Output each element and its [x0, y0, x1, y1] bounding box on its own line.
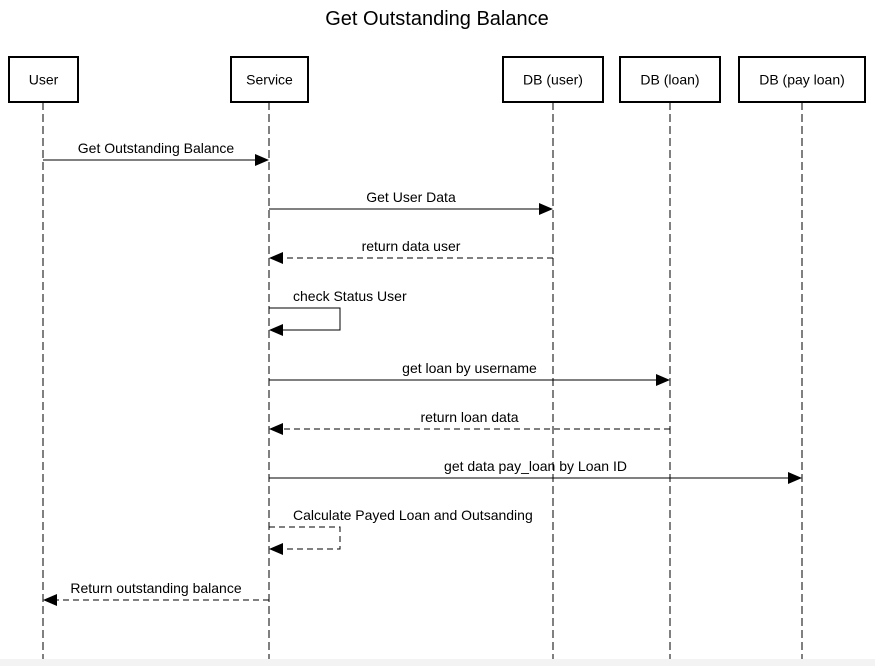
message-label: check Status User: [293, 288, 407, 304]
message-label: Calculate Payed Loan and Outsanding: [293, 507, 533, 523]
arrow-head: [269, 543, 283, 555]
actor-label-user: User: [29, 72, 59, 88]
arrow-head: [43, 594, 57, 606]
message-label: Get User Data: [366, 189, 456, 205]
message-label: return loan data: [420, 409, 518, 425]
message-1: Get Outstanding Balance: [43, 140, 269, 166]
actor-user: User: [8, 56, 79, 103]
message-label: Return outstanding balance: [70, 580, 241, 596]
message-3: return data user: [269, 238, 553, 264]
message-label: get data pay_loan by Loan ID: [444, 458, 627, 474]
actor-label-db_user: DB (user): [523, 72, 583, 88]
message-9: Return outstanding balance: [43, 580, 269, 606]
message-label: Get Outstanding Balance: [78, 140, 235, 156]
arrow-head: [656, 374, 670, 386]
message-5: get loan by username: [269, 360, 670, 386]
message-label: return data user: [362, 238, 461, 254]
actor-service: Service: [230, 56, 309, 103]
actor-box-user: [8, 56, 79, 103]
actor-box-db_pay_loan: [738, 56, 866, 103]
actor-db_pay_loan: DB (pay loan): [738, 56, 866, 103]
actor-boxes: User Service DB (user) DB (loan) DB (pay loa…: [8, 56, 866, 103]
message-7: get data pay_loan by Loan ID: [269, 458, 802, 484]
message-line: [269, 526, 341, 550]
diagram-title: Get Outstanding Balance: [325, 8, 548, 30]
arrow-head: [269, 324, 283, 336]
message-line: [269, 307, 341, 331]
arrow-head: [269, 423, 283, 435]
actor-label-db_pay_loan: DB (pay loan): [759, 72, 845, 88]
message-2: Get User Data: [269, 189, 553, 215]
message-4: check Status User: [269, 288, 407, 336]
actor-label-service: Service: [246, 72, 293, 88]
arrow-head: [788, 472, 802, 484]
message-6: return loan data: [269, 409, 670, 435]
actor-db_user: DB (user): [502, 56, 604, 103]
actor-label-db_loan: DB (loan): [640, 72, 699, 88]
message-label: get loan by username: [402, 360, 537, 376]
message-8: Calculate Payed Loan and Outsanding: [269, 507, 533, 555]
actor-box-service: [230, 56, 309, 103]
arrow-head: [269, 252, 283, 264]
actor-box-db_user: [502, 56, 604, 103]
arrow-head: [255, 154, 269, 166]
bottom-strip: [0, 659, 875, 666]
actor-box-db_loan: [619, 56, 721, 103]
actor-db_loan: DB (loan): [619, 56, 721, 103]
arrow-head: [539, 203, 553, 215]
